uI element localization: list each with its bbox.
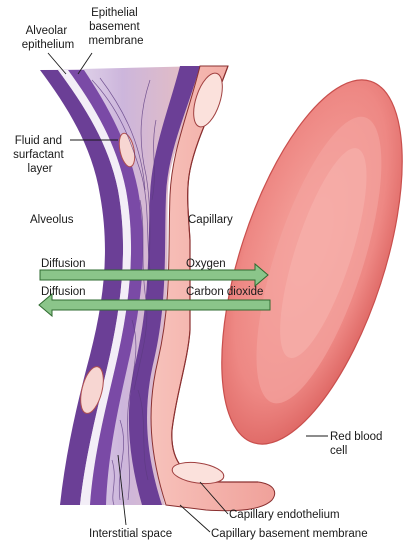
label-fluid-surfactant-layer: Fluid and surfactant layer xyxy=(13,135,67,175)
interstitial-fibers xyxy=(91,77,157,506)
alveolar-epithelium-layer xyxy=(40,70,124,505)
oxygen-diffusion-arrow xyxy=(39,262,269,288)
endothelial-nucleus-bottom xyxy=(171,461,225,485)
endothelial-nucleus-top xyxy=(193,72,223,128)
label-carbon-dioxide: Carbon dioxide xyxy=(186,286,263,298)
capillary-endothelium-edge xyxy=(171,65,258,483)
carbon-dioxide-diffusion-arrow xyxy=(38,292,271,318)
alveolar-nucleus-top xyxy=(118,132,136,168)
alveolar-nucleus-bottom xyxy=(80,366,104,414)
epithelial-basement-membrane-layer xyxy=(68,70,144,505)
label-capillary-endothelium: Capillary endothelium xyxy=(229,509,340,521)
label-capillary-basement-membrane: Capillary basement membrane xyxy=(211,528,368,540)
label-epithelial-basement-membrane: Epithelial basement membrane xyxy=(89,7,144,47)
label-diffusion-bottom: Diffusion xyxy=(41,286,86,298)
leader-lines xyxy=(47,52,328,533)
label-capillary: Capillary xyxy=(188,214,233,226)
label-interstitial-space: Interstitial space xyxy=(89,528,172,540)
label-oxygen: Oxygen xyxy=(186,258,226,270)
label-alveolar-epithelium: Alveolar epithelium xyxy=(22,25,74,51)
label-alveolus: Alveolus xyxy=(30,214,74,226)
capillary-basement-membrane-layer xyxy=(128,66,200,505)
red-blood-cell xyxy=(221,79,403,445)
label-diffusion-top: Diffusion xyxy=(41,258,86,270)
label-red-blood-cell: Red blood cell xyxy=(330,431,386,457)
